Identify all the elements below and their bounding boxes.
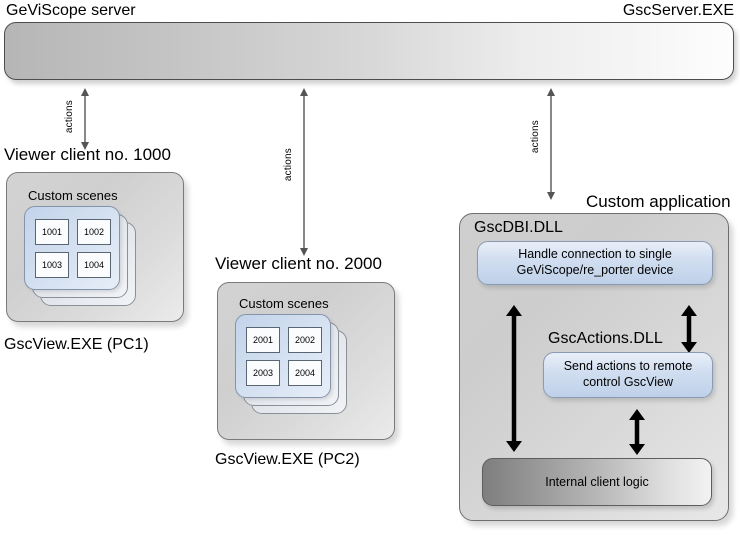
client-1000-caption: GscView.EXE (PC1) <box>4 336 149 353</box>
scene-tile[interactable]: 1004 <box>77 252 111 278</box>
gscdbi-description-line-2: GeViScope/re_porter device <box>516 263 674 277</box>
client-2000-scene-stack: 2001 2002 2003 2004 <box>235 314 355 414</box>
scene-tile[interactable]: 1002 <box>77 219 111 245</box>
scene-stack-layer-front: 1001 1002 1003 1004 <box>24 206 120 290</box>
gscdbi-description-box: Handle connection to single GeViScope/re… <box>477 241 713 285</box>
server-title: GeViScope server <box>6 2 136 19</box>
connector-arrow-client-2000 <box>300 88 308 256</box>
gscdbi-to-internal-logic-arrow <box>506 305 522 452</box>
server-process-label: GscServer.EXE <box>622 2 734 19</box>
gscactions-to-internal-logic-arrow <box>629 409 645 455</box>
client-2000-scenes-label: Custom scenes <box>239 296 329 311</box>
client-1000-scenes-label: Custom scenes <box>28 188 118 203</box>
connector-label-custom-app: actions <box>530 120 541 154</box>
custom-application-title: Custom application <box>586 192 731 211</box>
scene-tile[interactable]: 2002 <box>288 327 322 353</box>
gscactions-description-line-2: control GscView <box>582 375 674 389</box>
scene-tile[interactable]: 2001 <box>246 327 280 353</box>
client-2000-caption: GscView.EXE (PC2) <box>215 451 360 468</box>
scene-stack-layer-front: 2001 2002 2003 2004 <box>235 314 331 398</box>
scene-tile[interactable]: 2004 <box>288 360 322 386</box>
scene-tile[interactable]: 2003 <box>246 360 280 386</box>
gscactions-description-box: Send actions to remote control GscView <box>543 352 713 398</box>
connector-label-client-2000: actions <box>283 148 294 182</box>
gscactions-description-line-1: Send actions to remote <box>563 359 693 374</box>
geviscope-server-bar <box>4 22 734 80</box>
client-1000-scene-stack: 1001 1002 1003 1004 <box>24 206 144 306</box>
connector-arrow-client-1000 <box>81 88 89 150</box>
client-1000-title: Viewer client no. 1000 <box>4 145 171 164</box>
gscdbi-module-label: GscDBI.DLL <box>474 219 563 236</box>
internal-client-logic-box: Internal client logic <box>482 458 712 506</box>
gscactions-module-label: GscActions.DLL <box>548 330 663 347</box>
scene-tile[interactable]: 1003 <box>35 252 69 278</box>
client-2000-title: Viewer client no. 2000 <box>215 254 382 273</box>
scene-tile[interactable]: 1001 <box>35 219 69 245</box>
gscdbi-to-gscactions-arrow <box>681 305 697 353</box>
connector-label-client-1000: actions <box>64 100 75 134</box>
gscdbi-description-line-1: Handle connection to single <box>518 247 672 262</box>
connector-arrow-custom-app <box>547 88 555 200</box>
